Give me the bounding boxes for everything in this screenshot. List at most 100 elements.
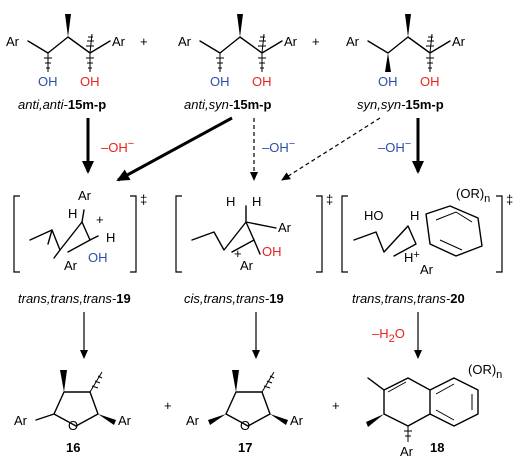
- hydroxide-label: –OH−: [262, 138, 295, 155]
- oh-hash: [86, 53, 94, 72]
- aryl-wedge: [98, 414, 116, 425]
- methyl-hash: [426, 33, 434, 54]
- product-16: O Ar Ar 16: [14, 370, 132, 455]
- transition-state-trans-trans-trans-19: ‡ Ar H + H Ar OH: [13, 188, 147, 273]
- oh-label: OH: [378, 74, 398, 89]
- oh-label: OH: [80, 74, 100, 89]
- ar-label: Ar: [400, 444, 414, 456]
- caption-anti-syn: anti,syn-15m-p: [184, 97, 271, 112]
- product-18: Ar (OR)n 18: [366, 362, 502, 456]
- methyl-wedge: [237, 14, 243, 37]
- oh-hash: [426, 53, 434, 72]
- methyl-wedge: [232, 370, 239, 392]
- methyl-hash: [86, 33, 94, 54]
- diol-syn-syn: Ar Ar OH OH: [346, 14, 466, 89]
- oh-wedge: [385, 53, 391, 72]
- compound-number: 17: [238, 440, 252, 455]
- ring-frame: [29, 221, 91, 253]
- aryl-hash: [404, 426, 412, 442]
- ar-label: Ar: [64, 258, 78, 273]
- arene-inner-bonds: [435, 211, 473, 251]
- plus-sign: +: [140, 34, 148, 49]
- thf-ring: [225, 391, 271, 427]
- dagger: ‡: [140, 192, 147, 207]
- ar-label: Ar: [118, 413, 132, 428]
- diol-anti-syn: Ar Ar OH OH: [178, 14, 298, 89]
- ar-label: Ar: [420, 262, 434, 277]
- h-label: H: [106, 230, 115, 245]
- thf-ring: [53, 391, 99, 427]
- caption-ts-19a: trans,trans,trans-19: [18, 291, 131, 306]
- ho-label: HO: [364, 208, 384, 223]
- diol-anti-anti: Ar Ar OH OH: [6, 14, 126, 89]
- h-label: H: [226, 194, 235, 209]
- double-bonds: [387, 381, 473, 421]
- dagger: ‡: [506, 192, 513, 207]
- methyl-hash: [261, 371, 275, 393]
- h-label: H: [252, 194, 261, 209]
- dagger: ‡: [326, 192, 333, 207]
- plus-sign: +: [312, 34, 320, 49]
- transition-state-cis-trans-trans-19: ‡ H H Ar + OH Ar: [175, 192, 333, 273]
- caption-anti-anti: anti,anti-15m-p: [18, 97, 106, 112]
- h-plus-label: H+: [404, 249, 420, 265]
- water-label: –H2O: [372, 326, 405, 345]
- bracket-right: [316, 195, 323, 273]
- product-17: O Ar Ar 17: [186, 370, 304, 455]
- methyl-hash: [89, 371, 103, 393]
- bracket-left: [175, 195, 182, 273]
- plus-charge: +: [96, 212, 104, 227]
- oh-label: OH: [252, 74, 272, 89]
- diol-chain: [199, 36, 283, 54]
- ar-label: Ar: [452, 34, 466, 49]
- ring-frame: [191, 221, 255, 253]
- hydroxide-label: –OH−: [101, 138, 134, 155]
- oxygen-label: O: [68, 418, 78, 433]
- oxygen-label: O: [240, 418, 250, 433]
- ar-label: Ar: [112, 34, 126, 49]
- bracket-left: [13, 195, 20, 273]
- h-label: H: [410, 208, 419, 223]
- methyl-wedge: [405, 14, 411, 37]
- compound-number: 18: [430, 440, 444, 455]
- caption-syn-syn: syn,syn-15m-p: [357, 97, 444, 112]
- methyl-wedge: [366, 414, 384, 427]
- oh-label: OH: [38, 74, 58, 89]
- compound-number: 16: [66, 440, 80, 455]
- arene-ring: [425, 205, 483, 257]
- transition-state-trans-trans-trans-20: ‡ HO H H+ Ar (OR)n: [341, 186, 513, 277]
- bracket-right: [496, 195, 503, 273]
- methyl-hash: [258, 33, 266, 54]
- bracket-right: [130, 195, 137, 273]
- ar-label: Ar: [178, 34, 192, 49]
- methyl-wedge: [60, 370, 67, 392]
- ar-label: Ar: [186, 413, 200, 428]
- methyl-wedge: [65, 14, 71, 37]
- h-label: H: [68, 206, 77, 221]
- ar-label: Ar: [290, 413, 304, 428]
- oh-label: OH: [210, 74, 230, 89]
- oh-label: OH: [420, 74, 440, 89]
- caption-ts-19b: cis,trans,trans-19: [184, 291, 284, 306]
- hydroxide-label: –OH−: [378, 138, 411, 155]
- bracket-left: [341, 195, 348, 273]
- diol-chain: [367, 36, 451, 54]
- ar-label: Ar: [14, 413, 28, 428]
- ar-label: Ar: [346, 34, 360, 49]
- dihydro-ring: [383, 377, 431, 427]
- or-n-label: (OR)n: [468, 362, 502, 381]
- caption-ts-20: trans,trans,trans-20: [352, 291, 465, 306]
- methyl-bond: [367, 377, 385, 391]
- arrow-bold-diagonal: [116, 116, 233, 182]
- or-n-label: (OR)n: [456, 186, 490, 205]
- ar-label: Ar: [240, 258, 254, 273]
- oh-label: OH: [88, 250, 108, 265]
- arrow-dashed-diagonal: [281, 117, 381, 181]
- oh-hash: [44, 53, 52, 72]
- plus-sign: +: [332, 398, 340, 413]
- plus-sign: +: [164, 398, 172, 413]
- ar-label: Ar: [6, 34, 20, 49]
- aryl-wedge: [208, 414, 226, 425]
- ring-bonds: [245, 205, 277, 255]
- arene-ring: [429, 377, 479, 427]
